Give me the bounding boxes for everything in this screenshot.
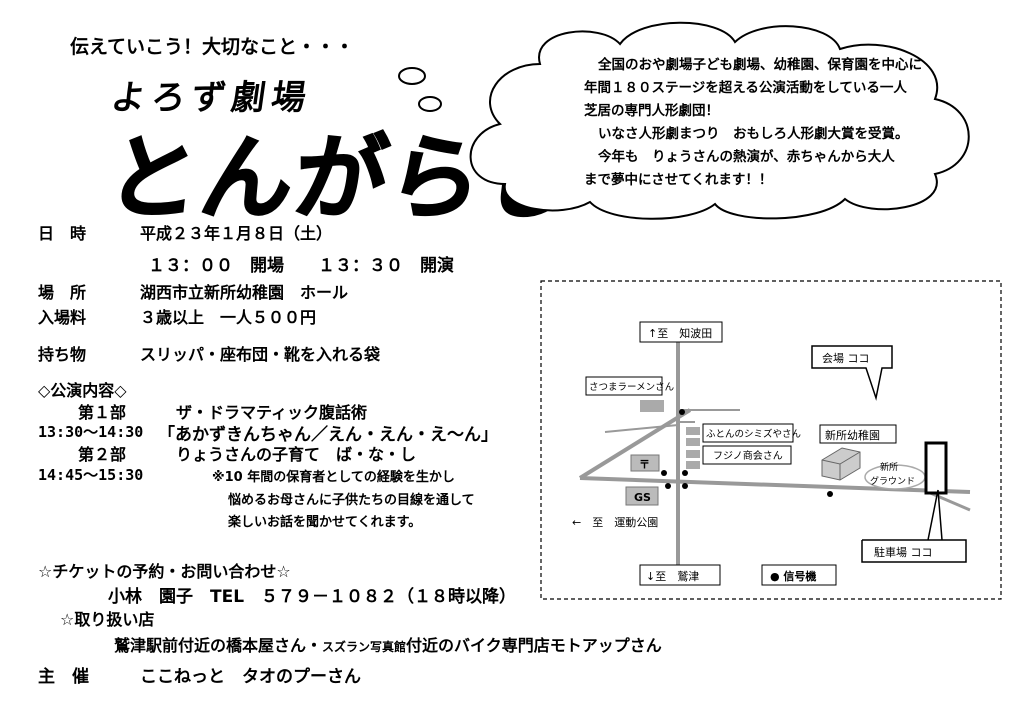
place-value: 湖西市立新所幼稚園 ホール <box>140 283 349 302</box>
date-value: 平成２３年１月８日（土） <box>140 224 333 243</box>
cloud-line: いなさ人形劇まつり おもしろ人形劇大賞を受賞。 <box>598 126 909 142</box>
program-heading: ◇公演内容◇ <box>38 381 127 400</box>
map-ground-label-1: 新所 <box>880 461 898 473</box>
map-post-symbol: 〒 <box>639 458 650 471</box>
part2-label: 第２部 <box>78 445 127 464</box>
cloud-text: 全国のおや劇場子ども劇場、幼稚園、保育園を中心に 年間１８０ステージを超える公演… <box>584 54 922 192</box>
shops-pre: 鷲津駅前付近の橋本屋さん・ <box>114 636 323 655</box>
items-label: 持ち物 <box>38 345 87 364</box>
map-west-sign: ← 至 運動公園 <box>572 515 658 529</box>
part2-time: 14:45～15:30 <box>38 466 144 484</box>
items-value: スリッパ・座布団・靴を入れる袋 <box>140 345 381 364</box>
note-line: 楽しいお話を聞かせてくれます。 <box>228 515 422 530</box>
date-label: 日 時 <box>38 224 87 243</box>
organizer-label: 主 催 <box>38 667 89 687</box>
part1-time: 13:30～14:30 <box>38 423 144 441</box>
tagline: 伝えていこう！大切なこと・・・ <box>70 36 355 58</box>
cloud-line: 年間１８０ステージを超える公演活動をしている一人 <box>584 80 907 96</box>
map-gs-label: GS <box>634 491 651 504</box>
cloud-line: 芝居の専門人形劇団！ <box>584 103 719 119</box>
part2-title: りょうさんの子育て ば・な・し <box>176 445 417 464</box>
map-legend: ● 信号機 <box>770 569 816 583</box>
organizer-value: ここねっと タオのプーさん <box>140 667 361 687</box>
note-line: 悩めるお母さんに子供たちの目線を通して <box>228 493 475 508</box>
note-line: ※10 年間の保育者としての経験を生かし <box>212 470 455 485</box>
part1-title: ザ・ドラマティック腹話術 <box>176 403 368 422</box>
fee-label: 入場料 <box>38 308 87 327</box>
shops-small: スズラン写真館 <box>322 640 407 654</box>
map-ramen-label: さつまラーメンさん <box>589 382 674 393</box>
place-label: 場 所 <box>38 283 87 302</box>
map-fujino-label: フジノ商会さん <box>713 449 783 462</box>
map-parking-callout: 駐車場 ココ <box>874 545 933 559</box>
part1-sub: 「あかずきんちゃん／えん・えん・え～ん」 <box>158 425 498 445</box>
cloud-line: まで夢中にさせてくれます！！ <box>584 172 773 188</box>
shops-list: 鷲津駅前付近の橋本屋さん・スズラン写真館付近のバイク専門店モトアップさん <box>114 632 662 656</box>
map-kindergarten-label: 新所幼稚園 <box>825 428 880 442</box>
map-venue-callout: 会場 ココ <box>822 352 870 365</box>
map-south-sign: ↓至 鷲津 <box>646 569 699 583</box>
time-value: １３：００ 開場 １３：３０ 開演 <box>148 256 454 276</box>
map-ground-label-2: グラウンド <box>870 475 915 487</box>
cloud-line: 全国のおや劇場子ども劇場、幼稚園、保育園を中心に <box>598 57 922 73</box>
ticket-heading: ☆チケットの予約・お問い合わせ☆ <box>38 562 291 581</box>
thought-cloud <box>398 21 970 220</box>
ticket-contact: 小林 園子 TEL ５７９－１０８２（１８時以降） <box>108 587 517 607</box>
access-map: ↑至 知波田 ↓至 鷲津 ← 至 運動公園 さつまラーメンさん ふとんのシミズや… <box>540 280 1002 600</box>
fee-value: ３歳以上 一人５００円 <box>140 308 317 327</box>
cloud-line: 今年も りょうさんの熱演が、赤ちゃんから大人 <box>598 149 895 165</box>
shops-heading: ☆取り扱い店 <box>60 610 155 629</box>
shops-post: 付近のバイク専門店モトアップさん <box>406 636 662 655</box>
part1-label: 第１部 <box>78 403 127 422</box>
map-futon-label: ふとんのシミズやさん <box>706 428 801 440</box>
map-north-sign: ↑至 知波田 <box>648 326 712 340</box>
